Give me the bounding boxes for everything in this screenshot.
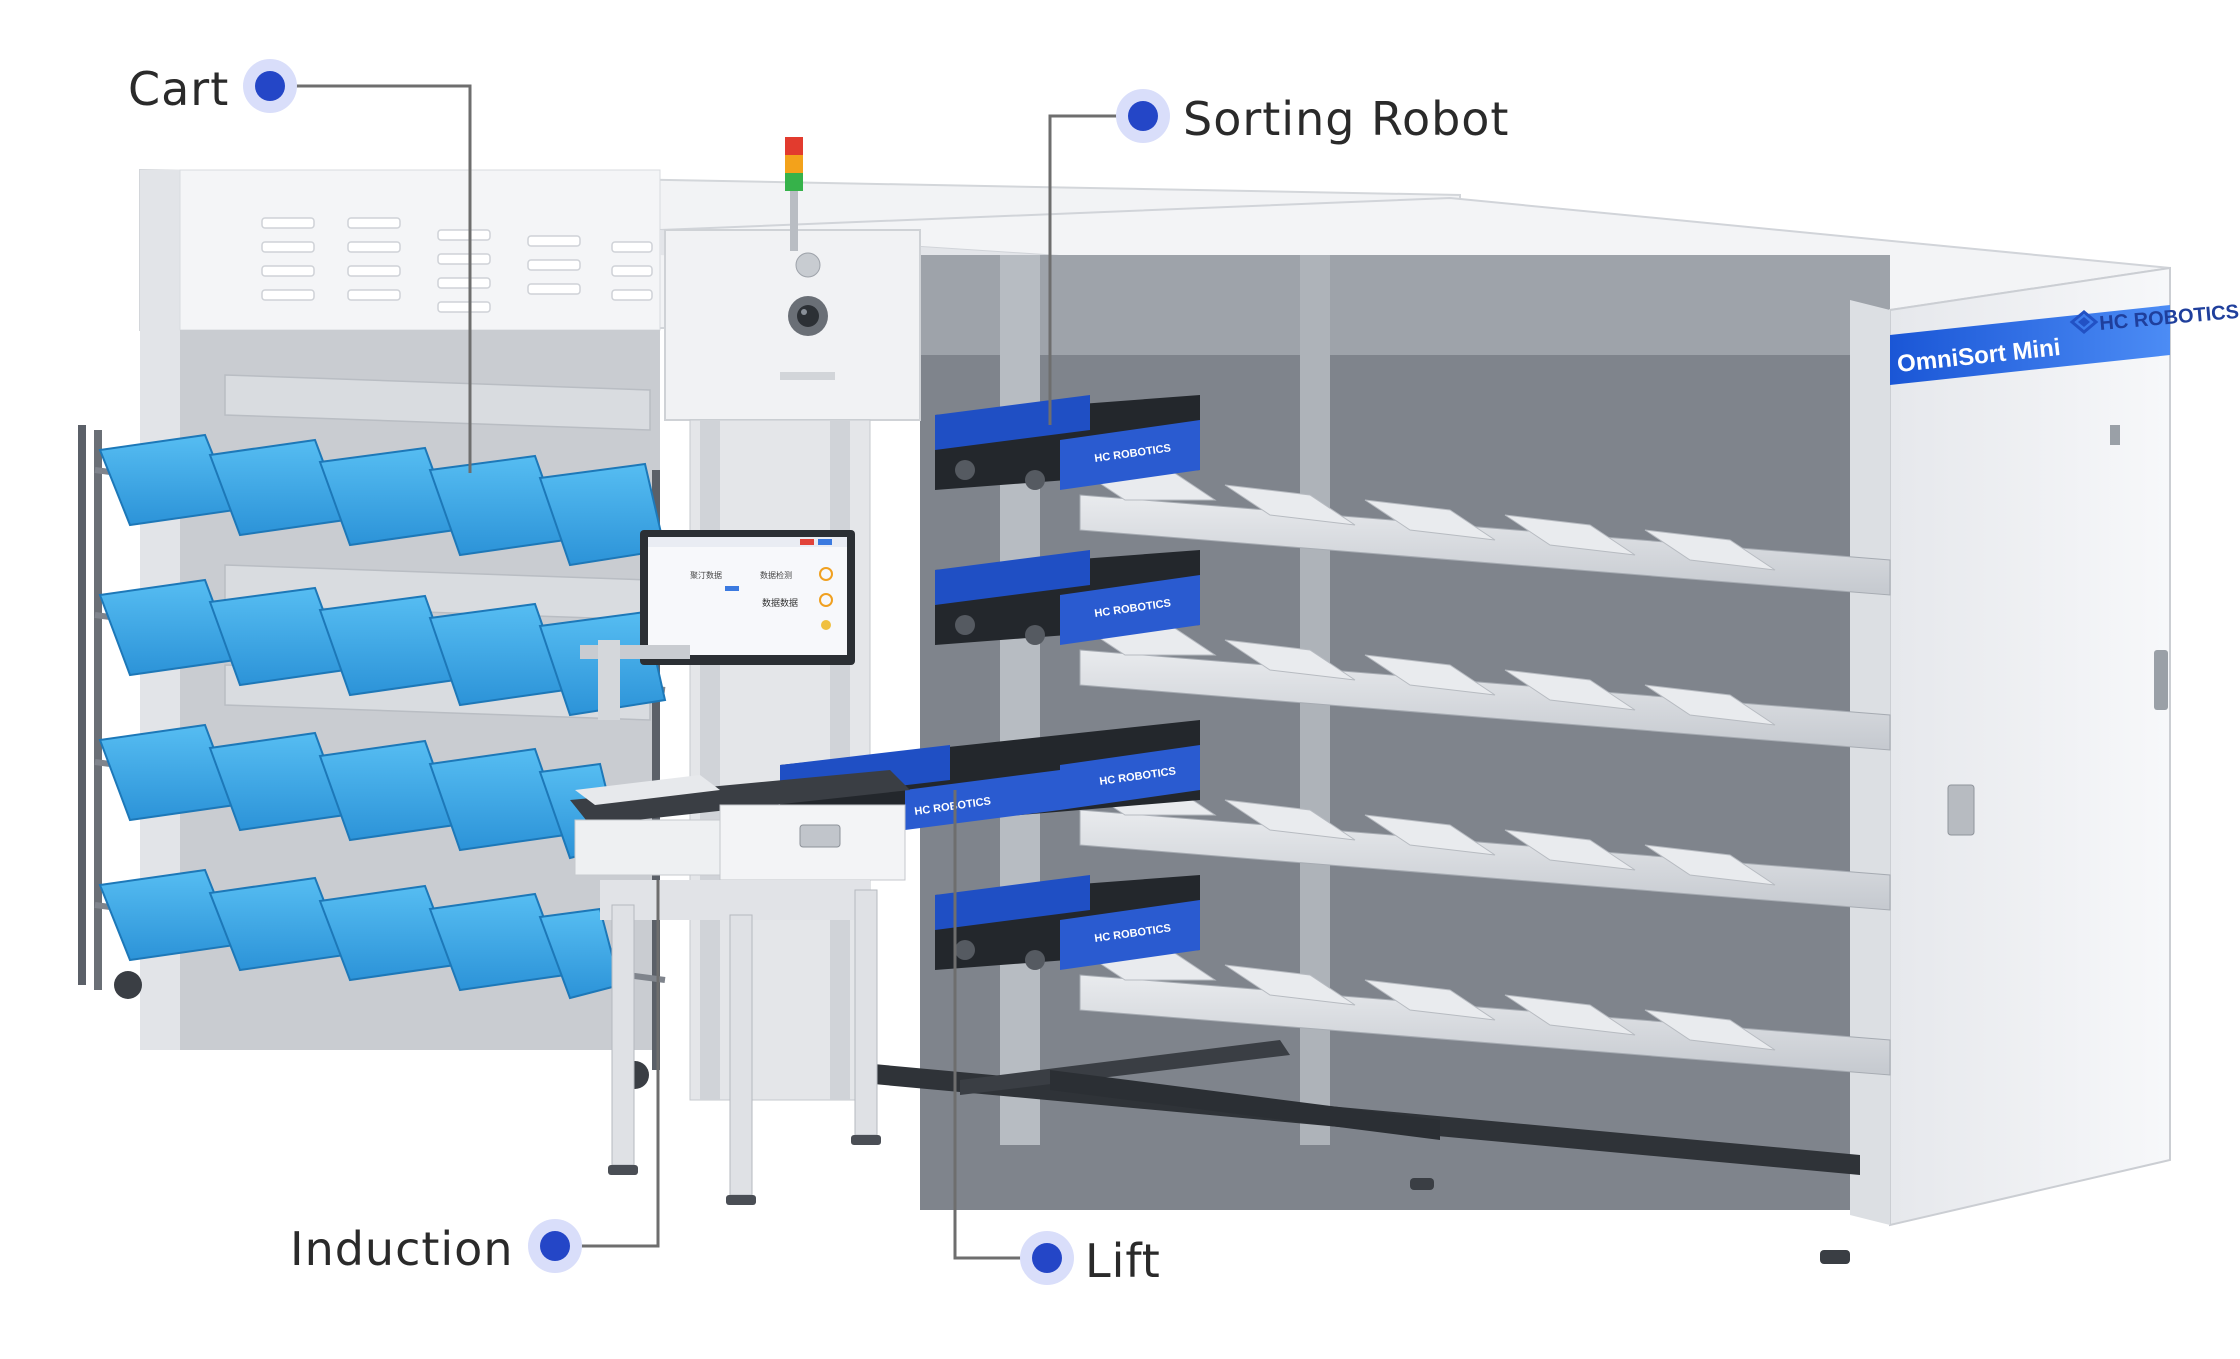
- lift-callout-dot: [1020, 1231, 1074, 1285]
- cart-callout-dot: [243, 59, 297, 113]
- cart-leader-line: [270, 84, 472, 473]
- chute-row: [1078, 949, 1891, 1076]
- camera-icon: [788, 296, 828, 336]
- chute-row: [1078, 624, 1891, 751]
- hc-robotics-logo-icon: [2069, 310, 2099, 334]
- sorting-robot-callout-dot: [1116, 89, 1170, 143]
- bin-row: [98, 578, 667, 717]
- cart-label: Cart: [128, 62, 230, 116]
- cabinet-handle: [1947, 784, 1975, 836]
- cart: [78, 425, 667, 1089]
- lift-leader-line: [953, 790, 1047, 1260]
- chute-row: [1078, 784, 1891, 911]
- screen-text: 数据数据: [762, 597, 798, 609]
- screen-text: 数据检测: [760, 570, 792, 580]
- induction-station: 聚汀数据 数据检测 数据数据: [570, 530, 910, 1205]
- lift-label: Lift: [1085, 1234, 1161, 1288]
- induction-leader-line: [555, 880, 660, 1248]
- monitor: 聚汀数据 数据检测 数据数据: [640, 530, 855, 665]
- sorting-robot-leader-line: [1048, 114, 1143, 425]
- screen-text: 聚汀数据: [690, 570, 722, 580]
- cart-post: [78, 425, 86, 985]
- sorting-robot: HC ROBOTICS: [935, 875, 1200, 970]
- sorting-robot-label: Sorting Robot: [1183, 92, 1510, 146]
- induction-label: Induction: [290, 1222, 514, 1276]
- induction-callout-dot: [528, 1219, 582, 1273]
- cabinet-latch: [2154, 650, 2168, 710]
- bin-row: [98, 868, 622, 1000]
- callout-leaders: [270, 84, 1143, 1260]
- signal-tower-icon: [785, 137, 821, 278]
- vent-slots: [261, 217, 653, 313]
- sorting-robot: HC ROBOTICS: [935, 550, 1200, 645]
